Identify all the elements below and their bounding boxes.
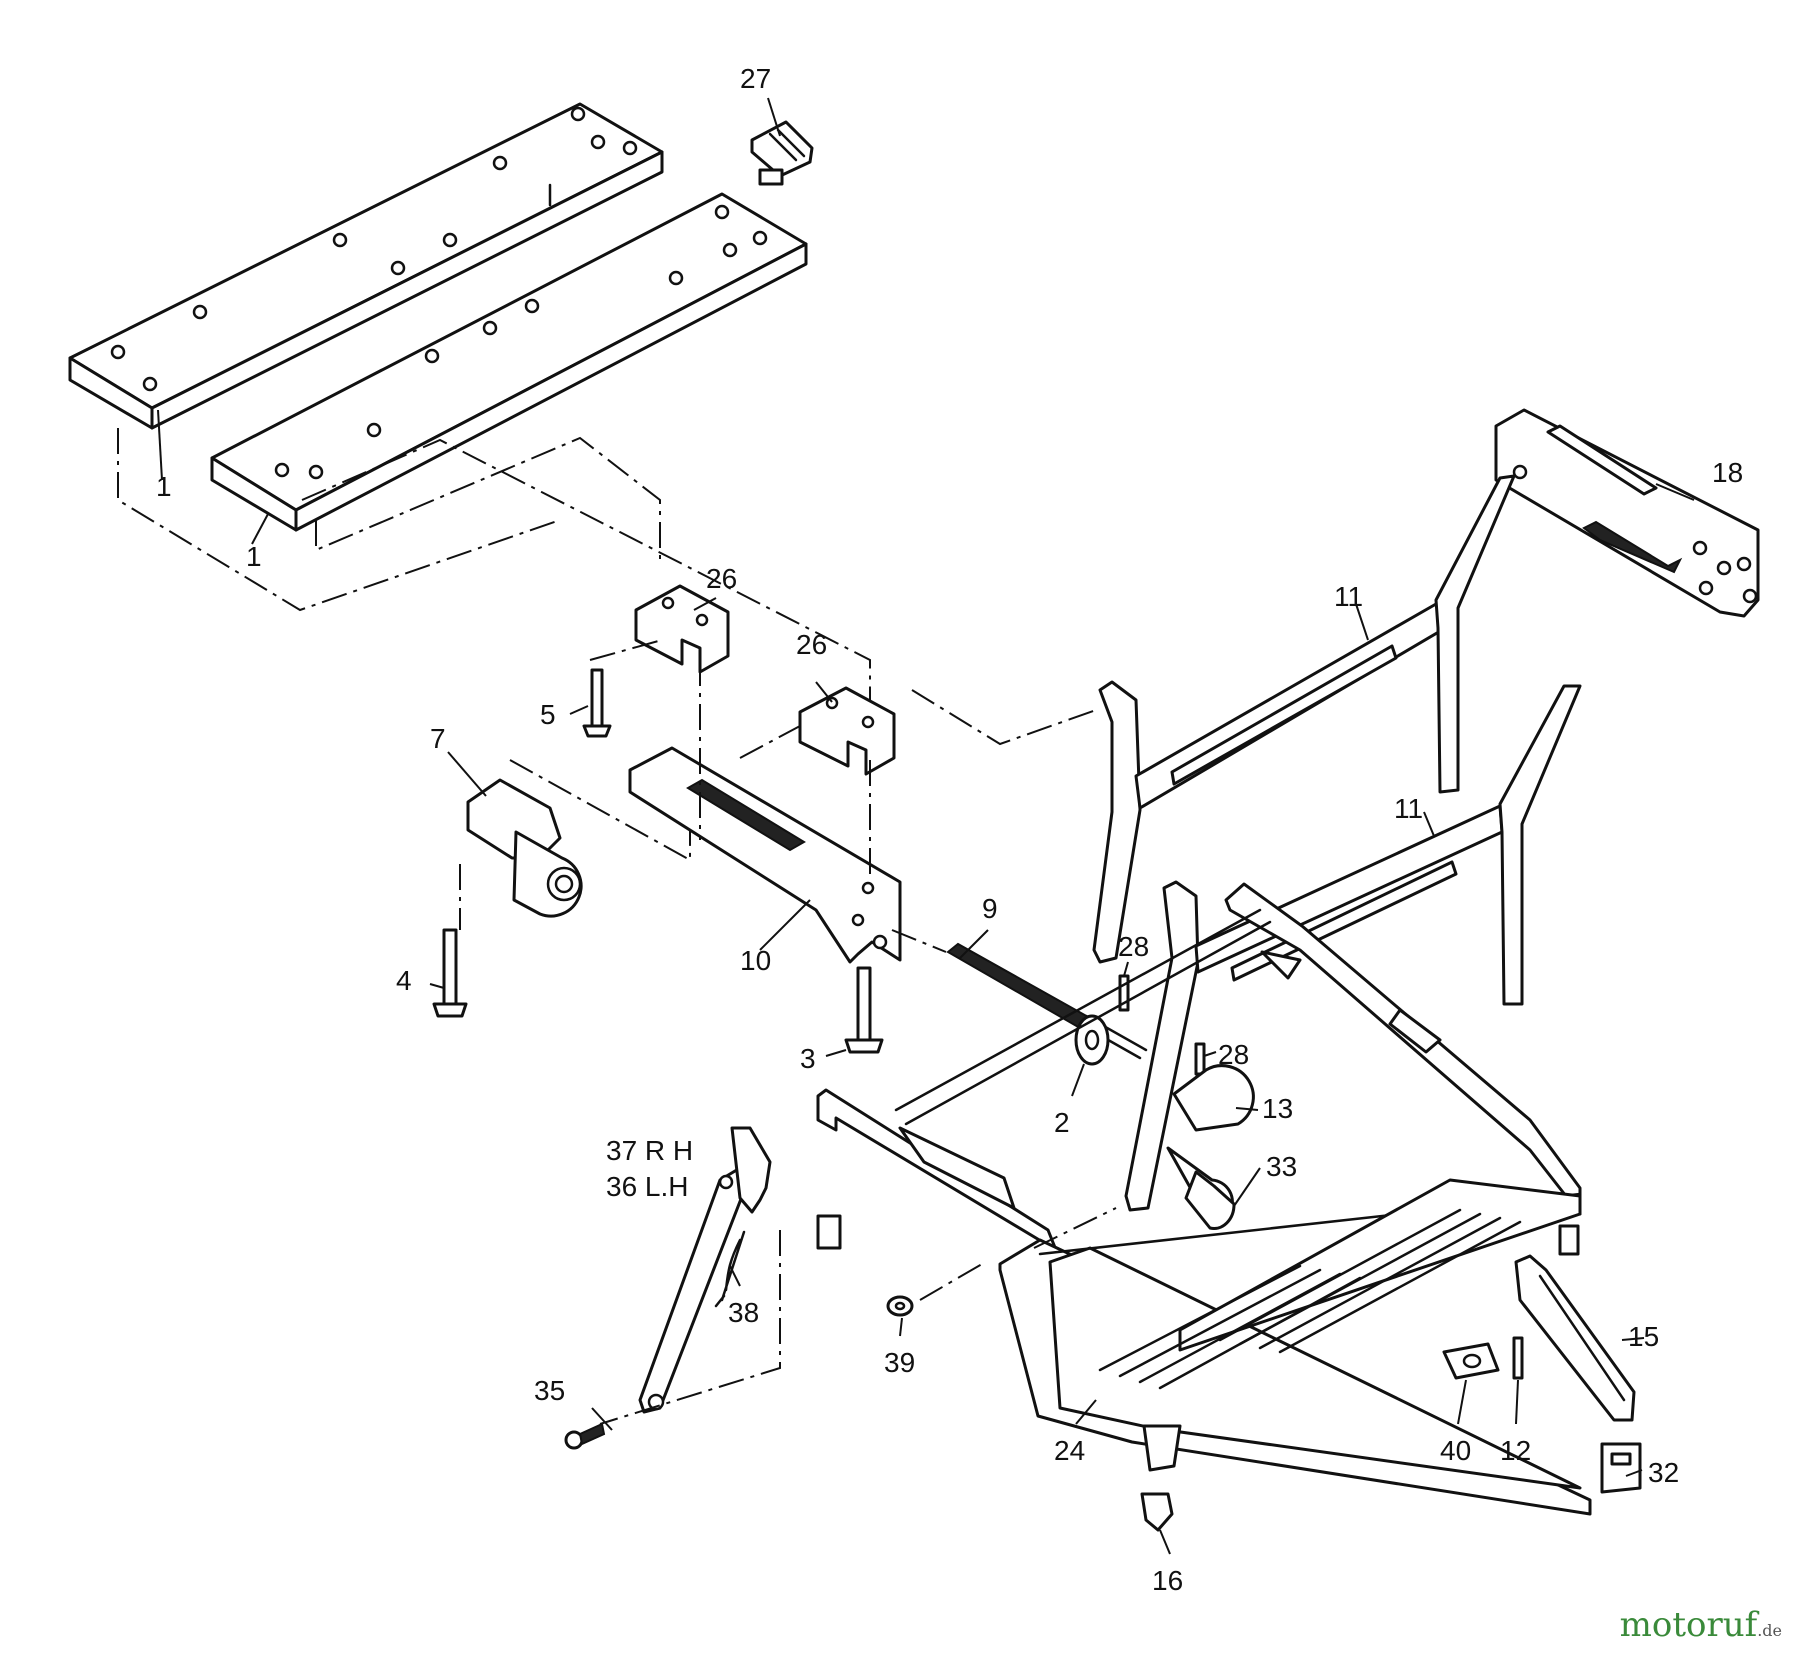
callout-1-rear: 1 [156,471,172,502]
callout-33: 33 [1266,1151,1297,1182]
callout-28-lower: 28 [1218,1039,1249,1070]
alignment-lines [117,428,1117,1425]
foot-32 [1600,1442,1642,1494]
callout-27: 27 [740,63,771,94]
brand-watermark: motoruf.de [1620,1605,1782,1645]
callout-35: 35 [534,1375,565,1406]
clip-40 [1442,1342,1500,1380]
jaw-board-front [210,192,808,532]
roll-pin-lower [1194,1042,1206,1076]
callout-28-upper: 28 [1118,931,1149,962]
screw-4 [432,928,468,1018]
watermark-tld: .de [1757,1621,1782,1640]
callout-10: 10 [740,945,771,976]
callout-11-rear: 11 [1334,581,1363,612]
jaw-carrier [628,746,902,964]
callout-7: 7 [430,723,446,754]
pivot-block-lower [798,686,896,776]
leg-strut [638,1126,772,1414]
callout-36: 36 L.H [606,1171,689,1202]
callout-4: 4 [396,965,412,996]
base-frame [816,882,1592,1516]
crank-handle [1166,1146,1236,1230]
foot-16 [1140,1492,1174,1532]
callout-labels: 1 1 27 26 26 5 7 4 10 9 3 2 28 28 13 33 … [156,63,1743,1596]
callout-16: 16 [1152,1565,1183,1596]
callout-11-front: 11 [1394,793,1423,824]
callout-40: 40 [1440,1435,1471,1466]
screw-3 [844,966,884,1054]
callout-24: 24 [1054,1435,1085,1466]
pin-12 [1512,1336,1524,1380]
callout-5: 5 [540,699,556,730]
watermark-brand: motoruf [1619,1605,1758,1645]
leg-brace [1514,1254,1636,1422]
callout-13: 13 [1262,1093,1293,1124]
callout-26-lower: 26 [796,629,827,660]
callout-39: 39 [884,1347,915,1378]
screw-35 [564,1422,606,1450]
callout-15: 15 [1628,1321,1659,1352]
callout-1-front: 1 [246,541,262,572]
crank-hub [1172,1064,1255,1132]
callout-37: 37 R H [606,1135,693,1166]
vise-bracket [466,778,583,918]
tool-tray [1494,408,1760,618]
callout-38: 38 [728,1297,759,1328]
swivel-peg [750,120,814,186]
callout-12: 12 [1500,1435,1531,1466]
callout-2: 2 [1054,1107,1070,1138]
callout-26-upper: 26 [706,563,737,594]
tension-spring [714,1230,746,1308]
upper-frame-rear [1092,474,1516,964]
callout-9: 9 [982,893,998,924]
nut-39 [886,1295,914,1317]
callout-3: 3 [800,1043,816,1074]
jaw-board-rear [68,102,664,430]
spindle-collar [1074,1014,1110,1066]
leader-lines [157,97,1695,1555]
callout-32: 32 [1648,1457,1679,1488]
callout-18: 18 [1712,457,1743,488]
screw-5 [582,668,612,738]
spindle [946,942,1148,1060]
